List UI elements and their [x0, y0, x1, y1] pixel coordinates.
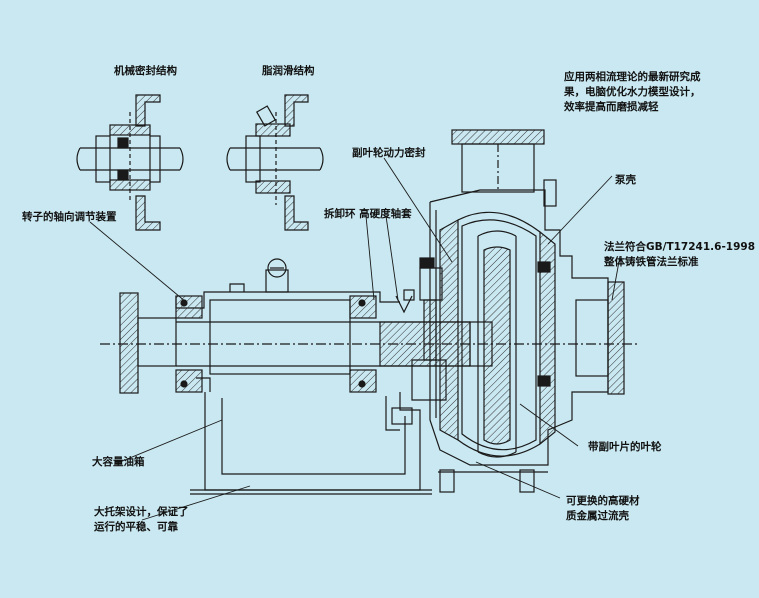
label-oil-box: 大容量油箱	[92, 456, 145, 468]
label-bracket-1: 大托架设计，保证了	[94, 506, 189, 518]
label-liner-1: 可更换的高硬材	[566, 495, 640, 507]
label-efficiency-3: 效率提高而磨损减轻	[564, 101, 659, 113]
label-flange-2: 整体铸铁管法兰标准	[604, 256, 699, 268]
pump-main-body	[100, 129, 640, 495]
label-mech-seal: 机械密封结构	[114, 65, 177, 77]
label-flange-1: 法兰符合GB/T17241.6-1998	[604, 241, 756, 253]
label-expeller-seal: 副叶轮动力密封	[352, 147, 426, 159]
label-pump-casing: 泵壳	[615, 174, 636, 186]
label-liner-2: 质金属过流壳	[566, 510, 629, 522]
label-impeller: 带副叶片的叶轮	[588, 441, 662, 453]
grease-inset	[226, 94, 324, 231]
label-axial-adjust: 转子的轴向调节装置	[22, 211, 117, 223]
label-bracket-2: 运行的平稳、可靠	[94, 521, 178, 533]
leader-lines	[89, 157, 621, 521]
label-grease: 脂润滑结构	[262, 65, 315, 77]
mech-seal-inset	[76, 94, 184, 231]
label-dismantle-ring: 拆卸环 高硬度轴套	[324, 208, 412, 220]
label-efficiency-2: 果，电脑优化水力模型设计，	[564, 86, 701, 98]
label-efficiency-1: 应用两相流理论的最新研究成	[564, 71, 701, 83]
